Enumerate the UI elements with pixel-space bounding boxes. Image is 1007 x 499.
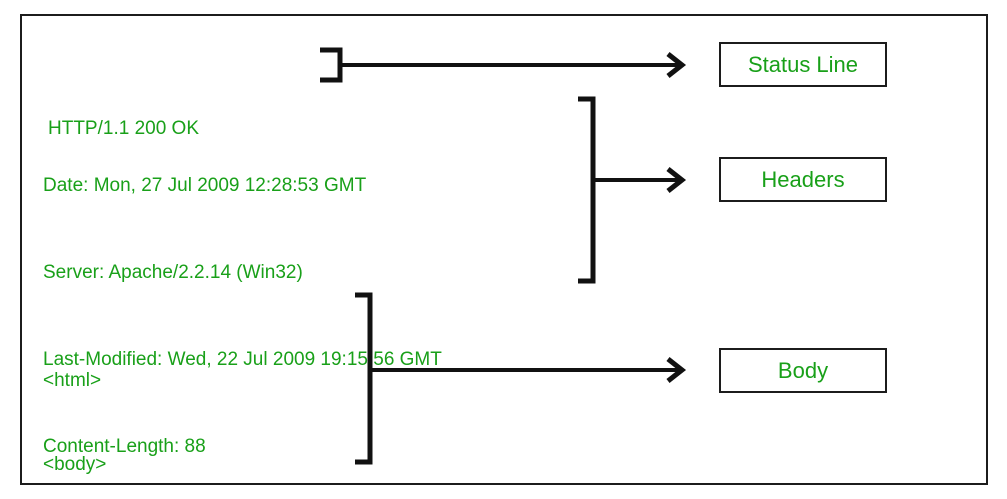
header-row: Server: Apache/2.2.14 (Win32) [43,262,303,283]
status-line-text-block: HTTP/1.1 200 OK [48,56,199,201]
body-row: <html> [43,370,102,391]
label-box-headers[interactable]: Headers [719,157,887,202]
header-row: Content-Length: 88 [43,436,206,457]
header-row: Date: Mon, 27 Jul 2009 12:28:53 GMT [43,175,367,196]
label-box-headers-text: Headers [761,166,845,192]
body-row: <body> [43,454,107,475]
label-box-status-line[interactable]: Status Line [719,42,887,87]
body-text-block: <html> <body> <h1>Hello, World!</h1> </b… [43,311,243,499]
diagram-frame [20,14,988,485]
label-box-body[interactable]: Body [719,348,887,393]
header-row: Last-Modified: Wed, 22 Jul 2009 19:15:56… [43,349,442,370]
label-box-status-line-text: Status Line [747,51,859,77]
status-line-row: HTTP/1.1 200 OK [48,118,200,139]
label-box-body-text: Body [777,357,829,383]
headers-text-block: Date: Mon, 27 Jul 2009 12:28:53 GMT Serv… [43,113,442,499]
